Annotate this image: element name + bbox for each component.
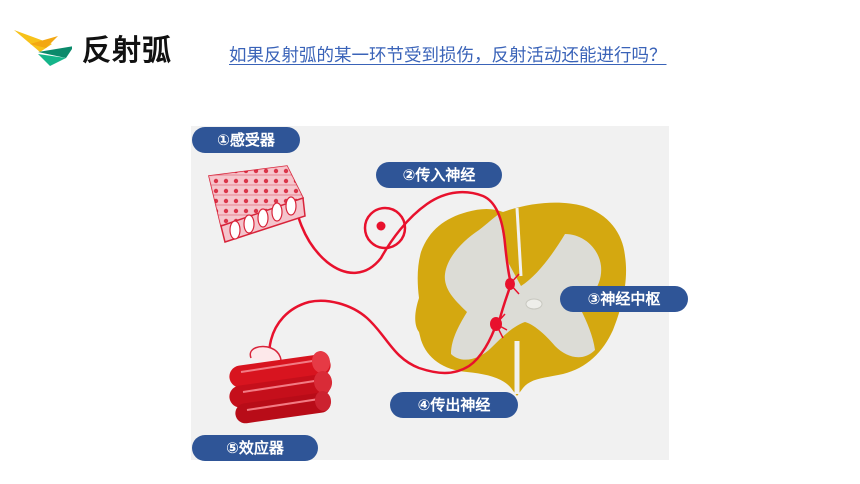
efferent-nerve-fiber xyxy=(267,299,499,375)
label-receptor: ①感受器 xyxy=(192,127,300,153)
effector-muscle xyxy=(229,345,333,424)
spinal-gray-matter xyxy=(444,214,602,360)
ganglion-cell-body xyxy=(376,221,386,231)
label-efferent-nerve: ④传出神经 xyxy=(390,392,518,418)
central-canal xyxy=(525,298,543,310)
receptor-tissue xyxy=(208,165,306,243)
motor-neuron-dendrites xyxy=(495,313,508,339)
label-nerve-center: ③神经中枢 xyxy=(560,286,688,312)
afferent-nerve-fiber xyxy=(289,181,513,285)
logo-icon xyxy=(14,30,72,66)
page-title: 反射弧 xyxy=(82,33,173,67)
ganglion-loop xyxy=(363,206,407,250)
question-text: 如果反射弧的某一环节受到损伤，反射活动还能进行吗？ xyxy=(229,46,667,66)
label-effector: ⑤效应器 xyxy=(192,435,318,461)
dorsal-fissure xyxy=(515,207,523,277)
interneuron-branch xyxy=(509,273,520,295)
label-afferent-nerve: ②传入神经 xyxy=(376,162,502,188)
